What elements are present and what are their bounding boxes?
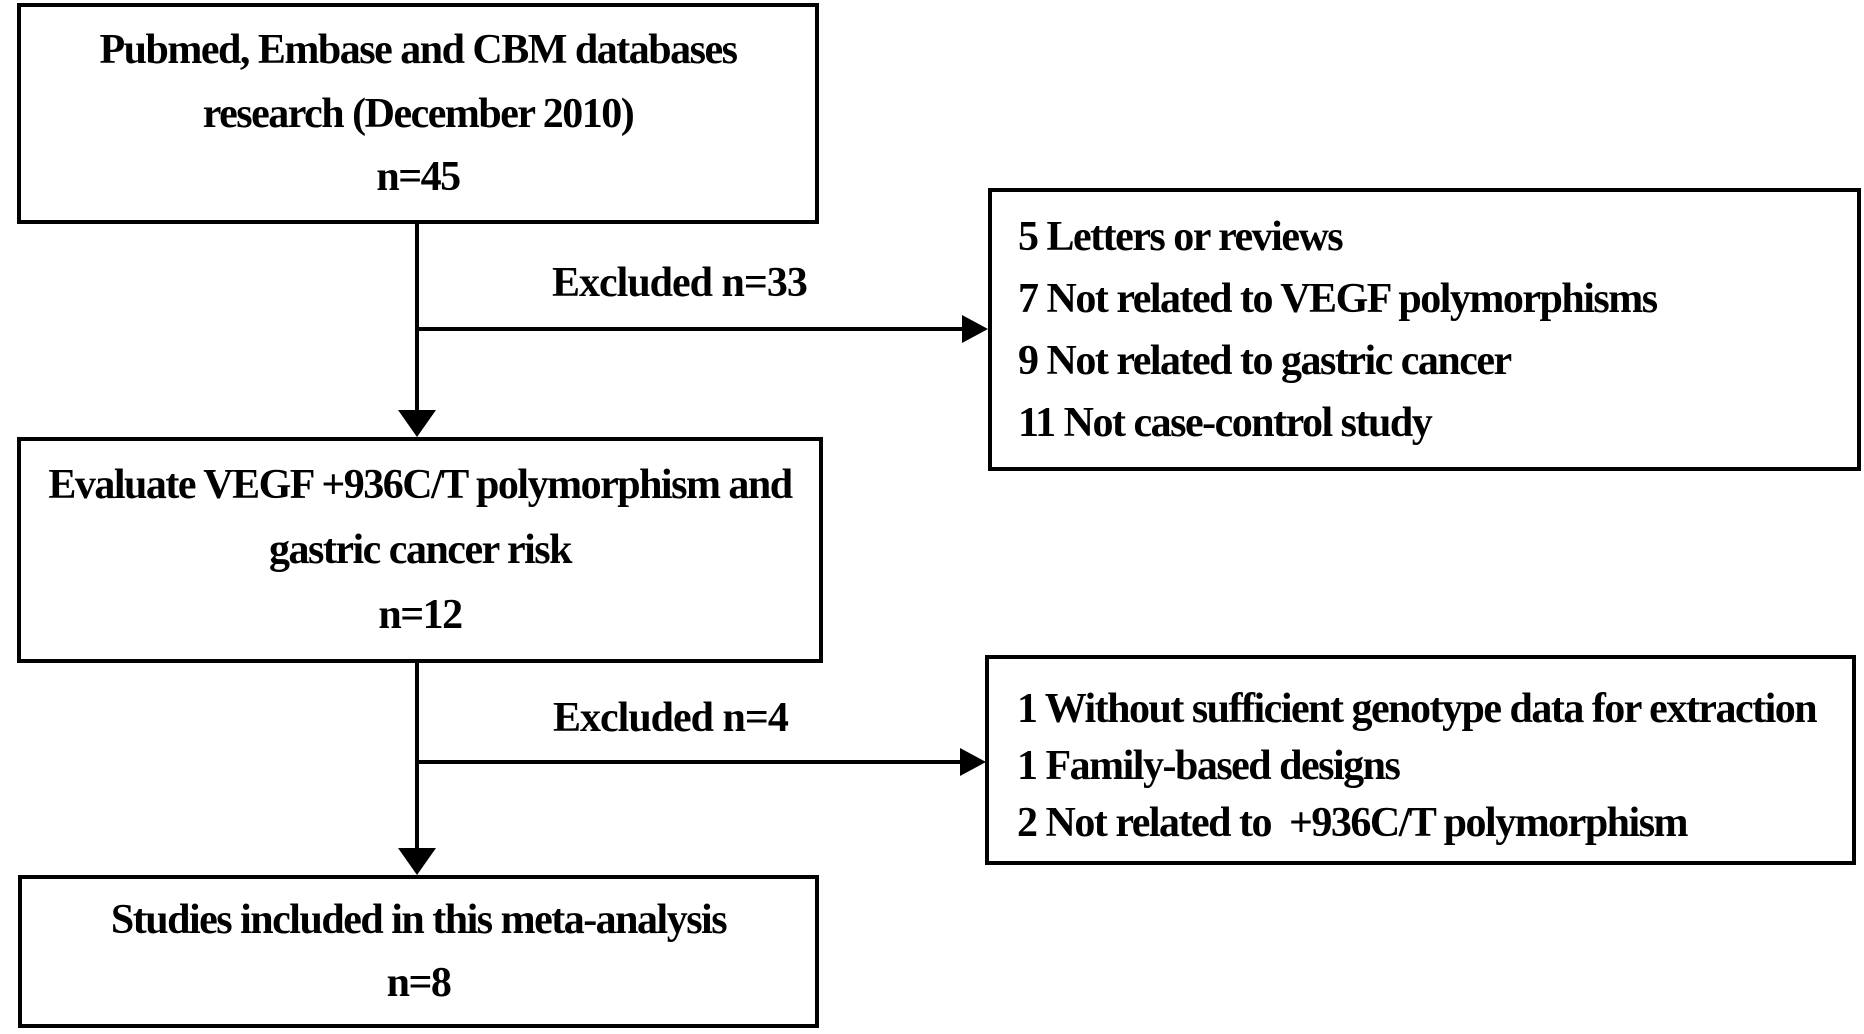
- evaluate-box-line-1: Evaluate VEGF +936C/T polymorphism and: [48, 462, 793, 508]
- excluded2-item-3: 2 Not related to +936C/T polymorphism: [1017, 800, 1689, 846]
- search-box-line-1: Pubmed, Embase and CBM databases: [99, 26, 738, 73]
- vertical-connector-2: [415, 663, 419, 850]
- excluded1-item-3: 9 Not related to gastric cancer: [1018, 338, 1512, 384]
- excluded-label-1: Excluded n=33: [552, 260, 808, 306]
- database-search-box: Pubmed, Embase and CBM databases researc…: [17, 3, 819, 224]
- excluded-reasons-box-2: 1 Without sufficient genotype data for e…: [985, 655, 1856, 865]
- excluded1-item-2: 7 Not related to VEGF polymorphisms: [1018, 276, 1658, 322]
- down-arrowhead-1: [398, 410, 436, 437]
- horizontal-connector-2: [417, 760, 962, 764]
- excluded-reasons-box-1: 5 Letters or reviews 7 Not related to VE…: [988, 188, 1861, 471]
- included-studies-box: Studies included in this meta-analysis n…: [18, 875, 819, 1028]
- excluded2-item-1: 1 Without sufficient genotype data for e…: [1017, 686, 1818, 732]
- evaluate-box-line-2: gastric cancer risk: [269, 527, 572, 573]
- excluded2-item-2: 1 Family-based designs: [1017, 743, 1401, 789]
- right-arrowhead-2: [960, 748, 986, 776]
- included-box-count: n=8: [386, 959, 452, 1006]
- down-arrowhead-2: [398, 848, 436, 875]
- evaluate-box: Evaluate VEGF +936C/T polymorphism and g…: [17, 437, 823, 663]
- vertical-connector-1: [415, 224, 419, 412]
- right-arrowhead-1: [962, 315, 988, 343]
- excluded-label-2: Excluded n=4: [553, 695, 789, 741]
- search-box-line-2: research (December 2010): [202, 90, 635, 137]
- horizontal-connector-1: [417, 327, 964, 331]
- search-box-count: n=45: [376, 154, 461, 201]
- excluded1-item-4: 11 Not case-control study: [1018, 400, 1433, 446]
- included-box-line-1: Studies included in this meta-analysis: [110, 897, 728, 944]
- excluded1-item-1: 5 Letters or reviews: [1018, 214, 1344, 260]
- evaluate-box-count: n=12: [378, 592, 463, 638]
